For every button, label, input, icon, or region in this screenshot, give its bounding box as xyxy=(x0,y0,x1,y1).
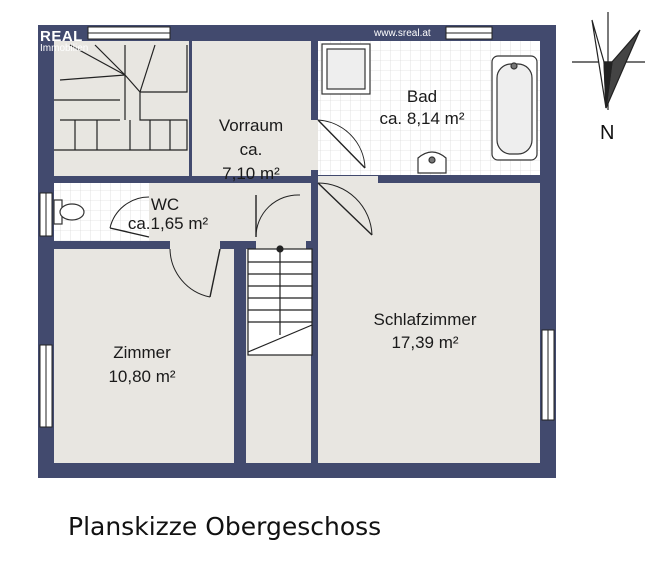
bad-name: Bad xyxy=(407,87,437,106)
website-url: www.sreal.at xyxy=(374,28,431,39)
bathroom-fixtures xyxy=(321,43,538,174)
zimmer-name: Zimmer xyxy=(113,343,171,362)
door-swings xyxy=(109,119,373,298)
vorraum-area: 7,10 m² xyxy=(222,164,280,183)
wc-fixture xyxy=(53,199,85,225)
vorraum-name: Vorraum xyxy=(219,116,283,135)
wc-name: WC xyxy=(151,195,179,214)
door-opening-zimmer xyxy=(170,241,220,249)
zimmer-room xyxy=(54,249,234,463)
door-opening-bad xyxy=(311,120,318,170)
brand-name: REAL xyxy=(40,28,83,45)
compass-north-label: N xyxy=(600,122,615,144)
door-opening-schlaf xyxy=(318,176,378,183)
zimmer-area: 10,80 m² xyxy=(108,367,175,386)
staircase-upper xyxy=(54,44,188,151)
schlafzimmer-name: Schlafzimmer xyxy=(374,310,477,329)
compass-icon xyxy=(572,12,645,110)
stair-area-top xyxy=(54,41,189,176)
schlafzimmer-room xyxy=(318,183,540,463)
wc-area: ca.1,65 m² xyxy=(128,214,209,233)
vorraum-line2: ca. xyxy=(240,140,263,159)
vorraum-room xyxy=(192,41,311,176)
bad-area: ca. 8,14 m² xyxy=(379,109,464,128)
brand-logo: REAL Immobilien xyxy=(40,28,89,54)
schlafzimmer-area: 17,39 m² xyxy=(391,333,458,352)
plan-caption: Planskizze Obergeschoss xyxy=(68,512,382,541)
windows xyxy=(39,26,555,428)
staircase-lower xyxy=(247,245,313,356)
door-opening-stair xyxy=(256,190,306,249)
brand-subtitle: Immobilien xyxy=(40,43,89,54)
